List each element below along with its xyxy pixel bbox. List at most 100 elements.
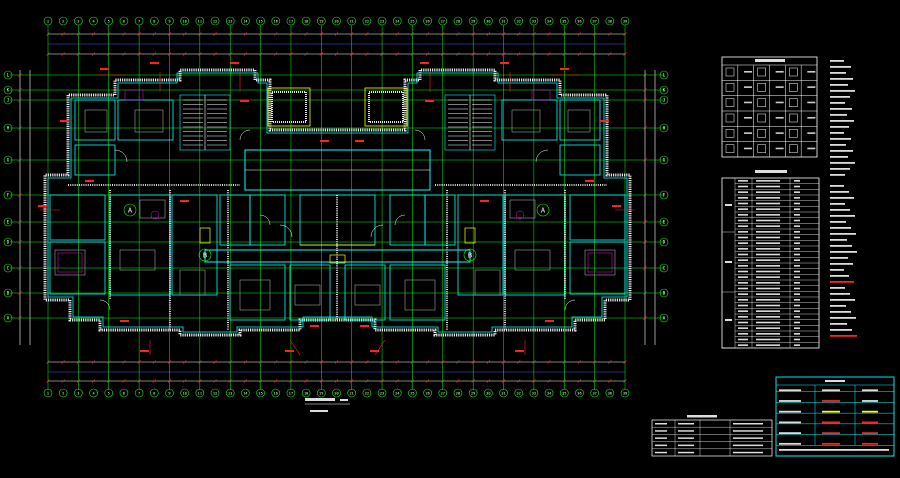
dim-tick — [532, 360, 536, 364]
note-line — [830, 329, 852, 331]
legend-symbol-icon — [757, 98, 766, 107]
dim-tick — [532, 32, 536, 36]
schedule-cell-mark — [794, 333, 800, 335]
dim-tick — [643, 266, 647, 270]
revision-cell-mark — [678, 437, 694, 439]
dim-tick — [122, 360, 126, 364]
grid-bubble — [89, 388, 98, 398]
grid-bubble — [659, 190, 669, 200]
grid-bubble-label: F — [663, 193, 666, 198]
red-label-mark — [60, 120, 69, 122]
dim-tick — [243, 32, 248, 36]
schedule-cell-mark — [794, 236, 800, 239]
dim-tick — [441, 32, 445, 36]
unit-marker-label: B — [468, 252, 472, 260]
schedule-cell-mark — [756, 242, 780, 244]
grid-bubble-label: 21 — [350, 392, 354, 396]
grid-bubble — [165, 388, 174, 398]
dim-tick — [213, 52, 217, 56]
grid-bubble — [58, 16, 68, 26]
grid-bubble-label: 39 — [623, 20, 627, 24]
grid-bubble — [3, 190, 13, 200]
unit-marker-label: A — [541, 207, 546, 215]
stair-treads-right — [448, 99, 492, 146]
schedule-cell-mark — [794, 253, 800, 256]
legend-symbol-icon — [725, 144, 735, 153]
red-label-mark — [560, 68, 569, 70]
grid-bubble-label: 25 — [410, 392, 414, 396]
dim-tick — [319, 379, 324, 383]
dim-tick — [562, 32, 566, 36]
grid-bubble-label: L — [7, 73, 10, 78]
dim-tick — [532, 379, 536, 383]
revision-cell-mark — [655, 451, 667, 454]
grid-bubble — [575, 16, 584, 26]
schedule-cell-mark — [738, 214, 748, 216]
note-line — [830, 251, 857, 253]
grid-bubble-label: E — [7, 220, 10, 225]
grid-bubble — [392, 388, 402, 398]
revision-cell-mark — [733, 437, 763, 439]
dim-tick — [547, 52, 551, 56]
grid-bubble-label: 23 — [380, 392, 384, 396]
grid-bubble — [659, 237, 669, 247]
grid-bubble-label: 19 — [319, 392, 323, 396]
grid-bubble-label: 32 — [517, 20, 521, 24]
grid-bubble-label: 34 — [547, 392, 551, 396]
dim-tick — [61, 32, 65, 36]
dim-tick — [152, 360, 157, 364]
dim-tick — [456, 360, 460, 364]
grid-bubble — [241, 16, 250, 26]
dim-tick — [228, 52, 232, 56]
grid-bubble — [468, 388, 478, 398]
red-label-mark — [585, 180, 594, 182]
grid-bubble-label: 10 — [182, 392, 186, 396]
dim-tick — [349, 360, 354, 364]
legend-symbol-icon — [757, 67, 766, 77]
dim-tick — [380, 52, 384, 56]
dim-tick — [76, 32, 81, 36]
dim-tick — [562, 379, 566, 383]
grid-bubble-label: 9 — [168, 392, 170, 396]
grid-bubble-label: H — [7, 126, 10, 131]
dim-tick — [46, 32, 50, 36]
grid-bubble-label: 39 — [623, 392, 627, 396]
grid-bubble-label: J — [7, 98, 9, 103]
dim-tick — [623, 379, 627, 383]
dim-tick — [562, 52, 566, 56]
schedule-cell-mark — [794, 304, 800, 307]
title-cell-mark — [779, 442, 801, 445]
grid-bubble — [3, 123, 13, 133]
schedule-cell-mark — [738, 202, 748, 205]
grid-bubble-label: 1 — [47, 392, 49, 396]
note-line — [830, 299, 855, 301]
note-line — [830, 150, 853, 152]
notes-column-upper — [830, 60, 855, 176]
red-label-mark — [480, 200, 489, 202]
grid-bubble — [3, 155, 13, 165]
note-line — [830, 269, 844, 271]
schedule-cell-mark — [738, 270, 748, 273]
dim-tick — [486, 360, 491, 364]
red-label-mark — [100, 68, 109, 70]
dim-tick — [243, 360, 248, 364]
top-dimension-lines — [48, 33, 625, 55]
note-line — [830, 84, 848, 86]
dim-tick — [167, 379, 172, 383]
red-label-mark — [180, 200, 189, 202]
legend-label-mark — [775, 147, 784, 150]
stairwell-left — [179, 94, 231, 151]
schedule-cell-mark — [738, 287, 748, 290]
dim-tick — [547, 32, 551, 36]
dim-tick — [258, 360, 263, 364]
grid-bubble — [659, 85, 669, 95]
dim-tick — [18, 291, 22, 295]
dim-tick — [213, 32, 217, 36]
schedule-cell-mark — [756, 253, 780, 256]
red-label-mark — [500, 62, 509, 64]
schedule-cell-mark — [794, 327, 800, 329]
dim-tick — [137, 52, 141, 56]
legend-symbol-icon — [789, 129, 798, 138]
schedule-cell-mark — [756, 310, 780, 312]
